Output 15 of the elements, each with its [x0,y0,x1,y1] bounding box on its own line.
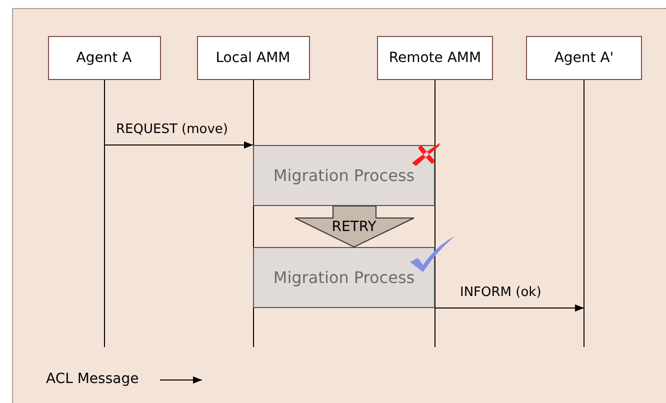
block-arrow [294,206,414,248]
edge-label: RETRY [330,219,378,235]
legend-label: ACL Message [46,371,139,387]
process-box [253,247,435,308]
edge-label: REQUEST (move) [116,122,228,137]
message-arrow [434,304,584,312]
node-label: Agent A [76,50,132,66]
process-box [253,145,435,206]
node-label: Agent A' [554,50,614,66]
node-label: Migration Process [273,166,415,185]
node-label: Migration Process [273,268,415,287]
node-label: Remote AMM [388,50,482,66]
node-label: Local AMM [216,50,290,66]
edge-label: INFORM (ok) [460,285,542,300]
message-arrow [104,141,254,149]
